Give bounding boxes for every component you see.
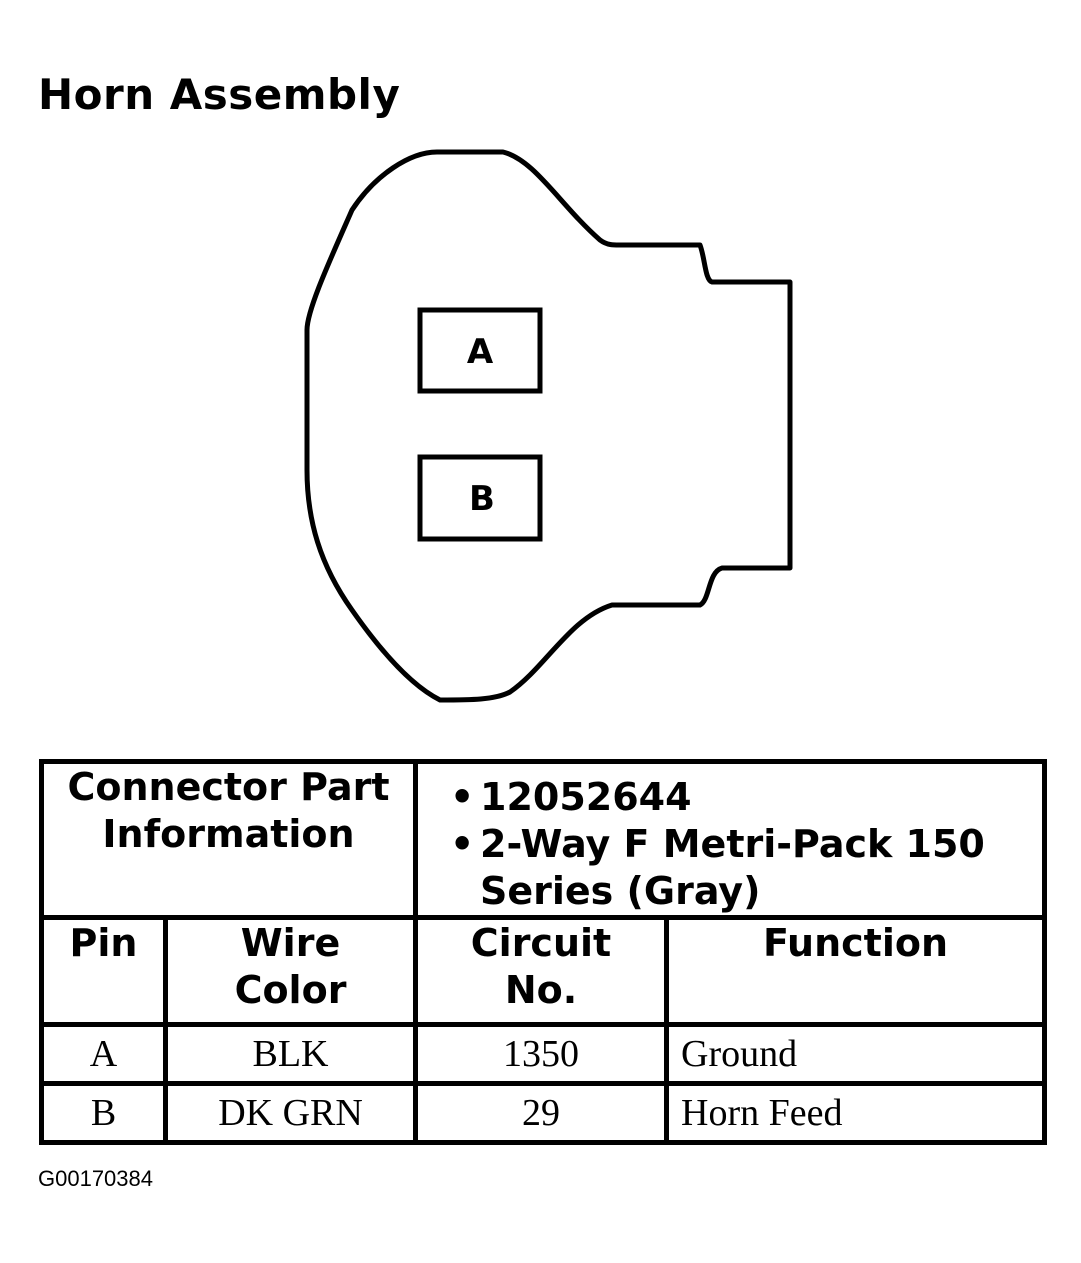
pin-cell: A — [39, 1022, 168, 1086]
part-info-header-cell: Connector Part Information — [39, 759, 418, 920]
part-info-item: • 12052644 — [450, 774, 1042, 821]
part-description-line: Series (Gray) — [480, 869, 761, 913]
bullet: • — [450, 822, 475, 866]
part-description-line: 2-Way F Metri-Pack 150 — [480, 822, 985, 866]
wire-color-cell: BLK — [163, 1022, 418, 1086]
table-row: B DK GRN 29 Horn Feed — [39, 1081, 1047, 1145]
column-header-row: Pin Wire Color Circuit No. Function — [39, 915, 1047, 1027]
column-header-wire-color: Wire Color — [163, 915, 418, 1027]
pin-a-cavity — [417, 307, 543, 394]
circuit-no-cell: 29 — [413, 1081, 669, 1145]
part-info-header-line: Connector Part — [67, 765, 390, 809]
column-header-text: Pin — [69, 921, 138, 965]
column-header-text: Function — [762, 921, 949, 965]
part-info-row: Connector Part Information • 12052644 • … — [39, 759, 1047, 920]
connector-diagram: A B — [304, 149, 793, 703]
part-info-header-line: Information — [102, 812, 355, 856]
connector-info-table: Connector Part Information • 12052644 • … — [39, 759, 1047, 1145]
pin-b-cavity — [417, 454, 543, 542]
function-cell: Ground — [664, 1022, 1047, 1086]
column-header-pin: Pin — [39, 915, 168, 1027]
column-header-text: Wire — [240, 921, 341, 965]
column-header-text: Circuit — [470, 921, 612, 965]
figure-id: G00170384 — [38, 1166, 153, 1191]
part-number: 12052644 — [480, 775, 692, 819]
connector-outline — [304, 149, 793, 703]
function-cell: Horn Feed — [664, 1081, 1047, 1145]
part-info-item: • 2-Way F Metri-Pack 150 Series (Gray) — [450, 821, 1042, 915]
part-info-list: • 12052644 • 2-Way F Metri-Pack 150 Seri… — [418, 764, 1042, 915]
pin-cell: B — [39, 1081, 168, 1145]
table-row: A BLK 1350 Ground — [39, 1022, 1047, 1086]
column-header-function: Function — [664, 915, 1047, 1027]
page-title: Horn Assembly — [38, 70, 401, 119]
circuit-no-cell: 1350 — [413, 1022, 669, 1086]
part-info-value-cell: • 12052644 • 2-Way F Metri-Pack 150 Seri… — [413, 759, 1047, 920]
pin-b-label: B — [469, 479, 495, 519]
column-header-text: No. — [504, 968, 578, 1012]
wire-color-cell: DK GRN — [163, 1081, 418, 1145]
pin-a-label: A — [467, 332, 494, 372]
column-header-text: Color — [234, 968, 347, 1012]
column-header-circuit-no: Circuit No. — [413, 915, 669, 1027]
bullet: • — [450, 775, 475, 819]
